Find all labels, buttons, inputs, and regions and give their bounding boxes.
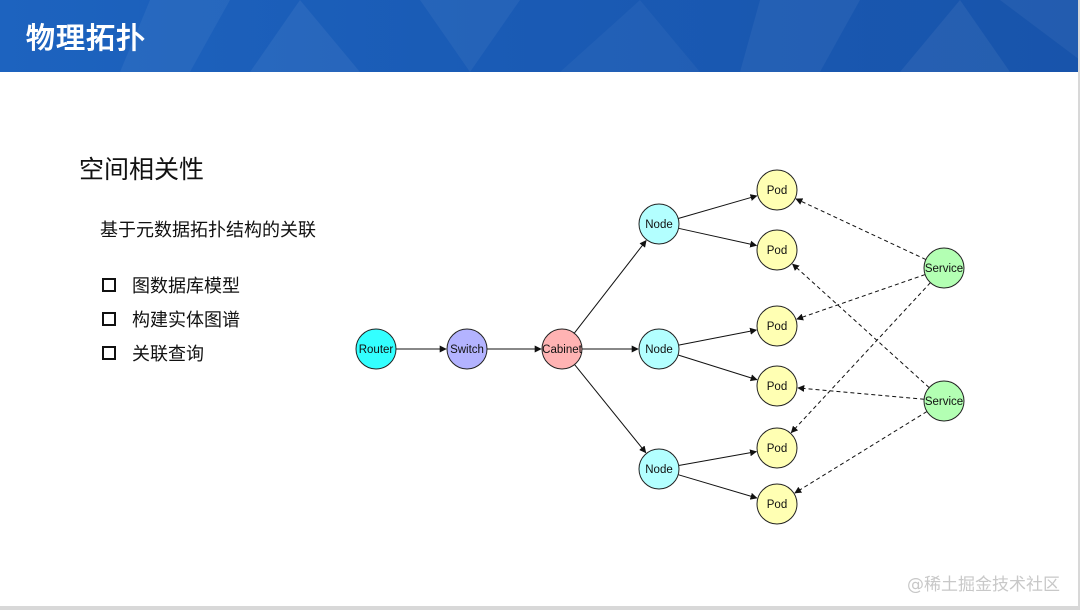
edges-layer xyxy=(396,194,931,500)
node-circle xyxy=(756,427,798,469)
edge-cabinet-node3 xyxy=(574,364,647,454)
bullet-label: 关联查询 xyxy=(132,344,204,365)
edge-node1-pod1 xyxy=(678,194,758,219)
node-circle xyxy=(638,203,680,245)
diagram-node-service1: Service xyxy=(923,247,965,289)
node-label: Node xyxy=(645,344,673,356)
node-label: Cabinet xyxy=(542,344,582,356)
edge-node3-pod5 xyxy=(678,449,758,466)
edge-node2-pod3 xyxy=(678,327,758,346)
edge-node3-pod6 xyxy=(678,474,758,500)
edge-service1-pod1 xyxy=(795,198,927,260)
bullet-label: 图数据库模型 xyxy=(132,276,240,297)
node-circle xyxy=(541,328,583,370)
diagram-node-cabinet: Cabinet xyxy=(541,328,583,370)
node-label: Pod xyxy=(767,381,787,393)
diagram-node-pod3: Pod xyxy=(756,305,798,347)
section-title: 空间相关性 xyxy=(79,155,205,184)
diagram-node-service2: Service xyxy=(923,380,965,422)
node-label: Pod xyxy=(767,245,787,257)
diagram-node-node1: Node xyxy=(638,203,680,245)
node-circle xyxy=(923,247,965,289)
node-circle xyxy=(756,483,798,525)
edge-service2-pod4 xyxy=(797,384,925,400)
node-circle xyxy=(638,328,680,370)
edge-node1-pod2 xyxy=(678,227,758,248)
node-label: Pod xyxy=(767,443,787,455)
edge-service2-pod2 xyxy=(792,263,930,388)
node-circle xyxy=(638,448,680,490)
node-label: Pod xyxy=(767,321,787,333)
diagram-node-router: Router xyxy=(355,328,397,370)
node-label: Service xyxy=(925,396,963,408)
edge-service1-pod5 xyxy=(790,282,931,434)
node-label: Router xyxy=(359,344,394,356)
node-label: Switch xyxy=(450,344,484,356)
bullet-item: 构建实体图谱 xyxy=(102,302,240,336)
edge-service2-pod6 xyxy=(794,411,928,494)
header-bar: 物理拓扑 xyxy=(0,0,1078,72)
watermark: @稀土掘金技术社区 xyxy=(907,575,1060,595)
edge-node2-pod4 xyxy=(677,354,758,382)
node-label: Pod xyxy=(767,185,787,197)
bullet-item: 图数据库模型 xyxy=(102,268,240,302)
edge-service1-pod3 xyxy=(796,274,926,321)
node-circle xyxy=(756,365,798,407)
node-circle xyxy=(756,305,798,347)
node-label: Node xyxy=(645,464,673,476)
checkbox-square-icon xyxy=(102,346,116,360)
diagram-node-node3: Node xyxy=(638,448,680,490)
header-decoration xyxy=(120,0,1078,72)
node-label: Service xyxy=(925,263,963,275)
edge-cabinet-node1 xyxy=(573,240,647,334)
bullet-list: 图数据库模型 构建实体图谱 关联查询 xyxy=(102,268,240,370)
diagram-node-pod2: Pod xyxy=(756,229,798,271)
diagram-node-pod5: Pod xyxy=(756,427,798,469)
header-title: 物理拓扑 xyxy=(26,21,147,55)
node-label: Node xyxy=(645,219,673,231)
node-label: Pod xyxy=(767,499,787,511)
subtitle: 基于元数据拓扑结构的关联 xyxy=(100,220,316,241)
node-circle xyxy=(923,380,965,422)
checkbox-square-icon xyxy=(102,278,116,292)
diagram-node-pod4: Pod xyxy=(756,365,798,407)
bullet-item: 关联查询 xyxy=(102,336,240,370)
node-circle xyxy=(756,169,798,211)
diagram-node-pod6: Pod xyxy=(756,483,798,525)
diagram-node-switch: Switch xyxy=(446,328,488,370)
node-circle xyxy=(756,229,798,271)
node-circle xyxy=(446,328,488,370)
diagram-node-pod1: Pod xyxy=(756,169,798,211)
checkbox-square-icon xyxy=(102,312,116,326)
bullet-label: 构建实体图谱 xyxy=(132,310,240,331)
diagram-node-node2: Node xyxy=(638,328,680,370)
node-circle xyxy=(355,328,397,370)
